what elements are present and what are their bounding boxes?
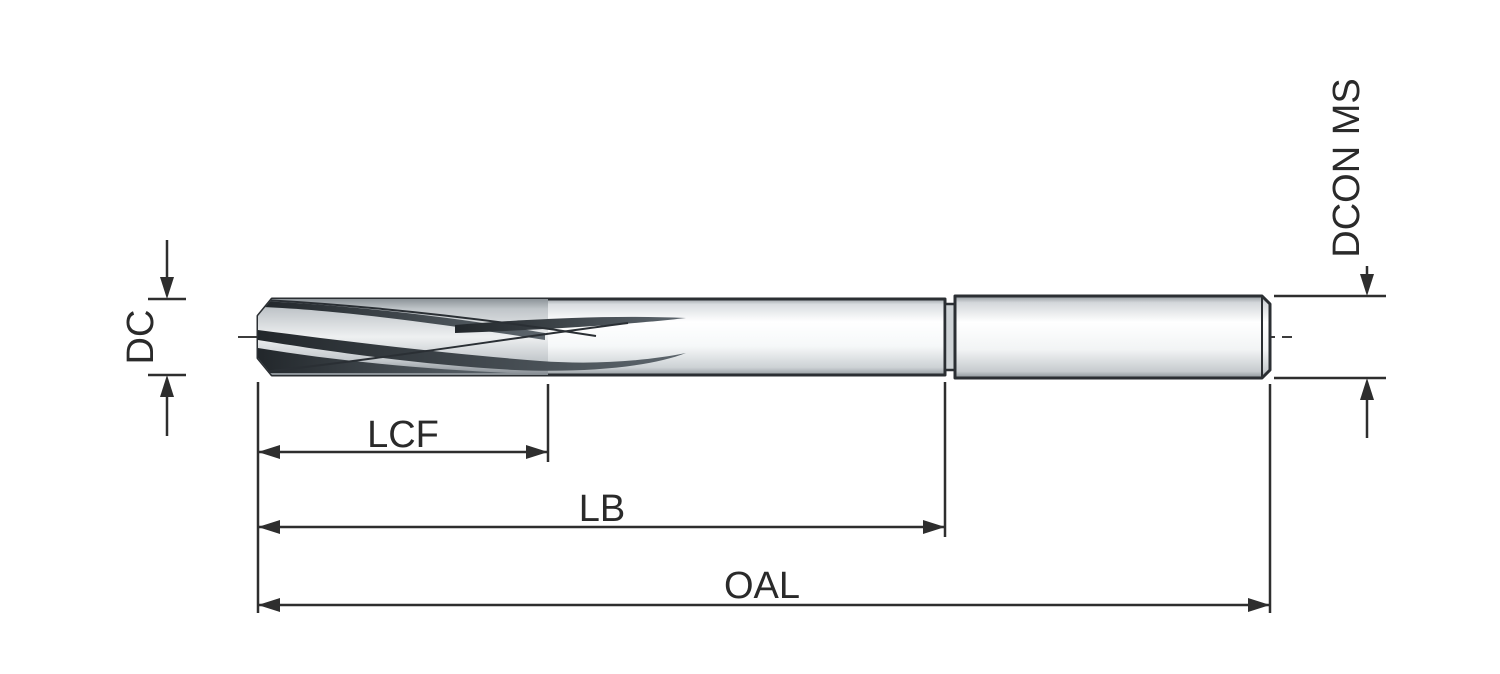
reamer-tool bbox=[256, 294, 1272, 380]
lcf-dimension: LCF bbox=[258, 384, 550, 462]
lb-label: LB bbox=[579, 488, 625, 530]
flute-edge-line bbox=[263, 299, 597, 337]
arrowhead-right bbox=[1248, 598, 1270, 612]
flute-curve bbox=[262, 301, 545, 340]
lb-dimension: LB bbox=[258, 382, 947, 537]
dcon-label: DCON MS bbox=[1326, 78, 1368, 257]
arrowhead-left bbox=[258, 598, 280, 612]
arrowhead-down bbox=[160, 277, 174, 299]
flute-curve bbox=[258, 330, 686, 371]
flute-section bbox=[258, 299, 686, 375]
dc-dimension: DC bbox=[120, 240, 186, 436]
arrowhead-down bbox=[1360, 274, 1374, 296]
arrowhead-left bbox=[258, 520, 280, 534]
arrowhead-left bbox=[258, 445, 280, 459]
oal-label: OAL bbox=[724, 565, 800, 607]
flute-edge-line bbox=[261, 322, 629, 373]
oal-dimension: OAL bbox=[258, 384, 1272, 613]
dcon-dimension: DCON MS bbox=[1274, 78, 1386, 438]
arrowhead-up bbox=[160, 375, 174, 397]
flute-curve bbox=[258, 348, 510, 373]
arrowhead-up bbox=[1360, 378, 1374, 400]
arrowhead-right bbox=[923, 520, 945, 534]
dc-label: DC bbox=[120, 310, 162, 365]
arrowhead-right bbox=[526, 445, 548, 459]
reamer-shank bbox=[953, 294, 1272, 380]
flute-runout bbox=[455, 316, 686, 333]
lcf-label: LCF bbox=[367, 414, 439, 456]
